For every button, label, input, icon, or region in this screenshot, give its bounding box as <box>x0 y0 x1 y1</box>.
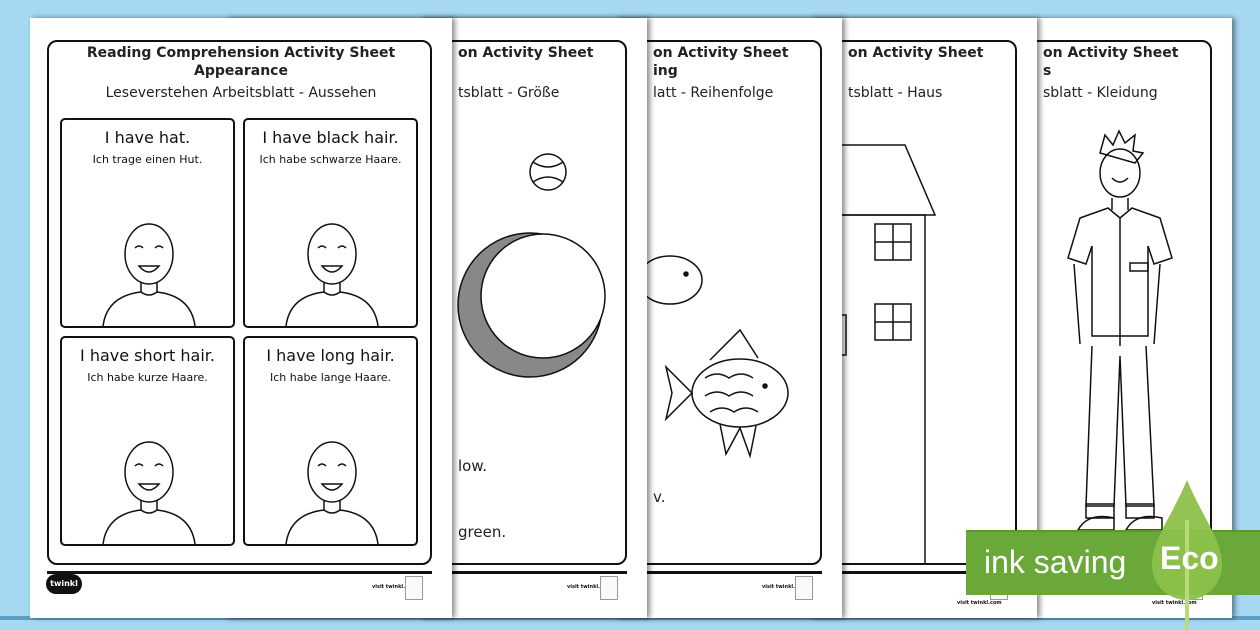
subtitle-fragment: tsblatt - Haus <box>848 85 943 101</box>
title-fragment: on Activity Sheet <box>653 45 789 61</box>
title-fragment: on Activity Sheet <box>458 45 594 61</box>
title-fragment: on Activity Sheet <box>1043 45 1179 61</box>
face-illustration <box>285 223 379 326</box>
boy-illustration <box>1067 129 1173 531</box>
twinkl-logo: twinkl <box>46 574 82 594</box>
german-sentence: Ich trage einen Hut. <box>92 153 203 166</box>
worksheet-appearance: Reading Comprehension Activity Sheet App… <box>30 18 452 618</box>
face-illustration <box>102 223 196 326</box>
sheet-topic: Appearance <box>194 63 288 79</box>
activity-cell: I have long hair. Ich habe lange Haare. <box>243 336 418 546</box>
activity-cell: I have short hair. Ich habe kurze Haare. <box>60 336 235 546</box>
body-fragment: v. <box>653 488 666 506</box>
subtitle-fragment: latt - Reihenfolge <box>653 85 774 101</box>
house-illustration <box>840 144 937 565</box>
body-fragment: green. <box>458 523 507 541</box>
sheet-subtitle: Leseverstehen Arbeitsblatt - Aussehen <box>105 85 377 101</box>
title-fragment: on Activity Sheet <box>848 45 984 61</box>
footer-badge <box>600 576 618 600</box>
footer-badge <box>405 576 423 600</box>
body-fragment: low. <box>458 457 488 475</box>
english-sentence: I have hat. <box>104 128 191 147</box>
footer-visit-text: visit twinkl.com <box>1152 600 1197 606</box>
german-sentence: Ich habe schwarze Haare. <box>259 153 402 166</box>
sheet-title: Reading Comprehension Activity Sheet <box>86 45 396 61</box>
footer-visit-text: visit twinkl.com <box>567 584 612 590</box>
activity-cell: I have black hair. Ich habe schwarze Haa… <box>243 118 418 328</box>
english-sentence: I have short hair. <box>80 346 215 365</box>
ink-saving-label: ink saving <box>984 544 1127 580</box>
face-illustration <box>285 441 379 544</box>
background-band <box>0 616 1260 620</box>
german-sentence: Ich habe lange Haare. <box>269 371 392 384</box>
eco-label: Eco <box>1160 540 1219 576</box>
balls-illustration <box>457 153 606 378</box>
topic-fragment: ing <box>653 63 678 79</box>
subtitle-fragment: tsblatt - Größe <box>458 85 560 101</box>
leaf-icon <box>1152 480 1222 630</box>
footer-divider <box>47 571 432 574</box>
face-illustration <box>102 441 196 544</box>
english-sentence: I have long hair. <box>266 346 395 365</box>
german-sentence: Ich habe kurze Haare. <box>87 371 208 384</box>
english-sentence: I have black hair. <box>262 128 399 147</box>
footer-visit-text: visit twinkl.com <box>762 584 807 590</box>
footer-badge <box>795 576 813 600</box>
footer-visit-text: visit twinkl.com <box>957 600 1002 606</box>
worksheet-border <box>47 40 432 565</box>
footer-visit-text: visit twinkl.com <box>372 584 417 590</box>
activity-cell: I have hat. Ich trage einen Hut. <box>60 118 235 328</box>
subtitle-fragment: sblatt - Kleidung <box>1043 85 1158 101</box>
topic-fragment: s <box>1043 63 1052 79</box>
